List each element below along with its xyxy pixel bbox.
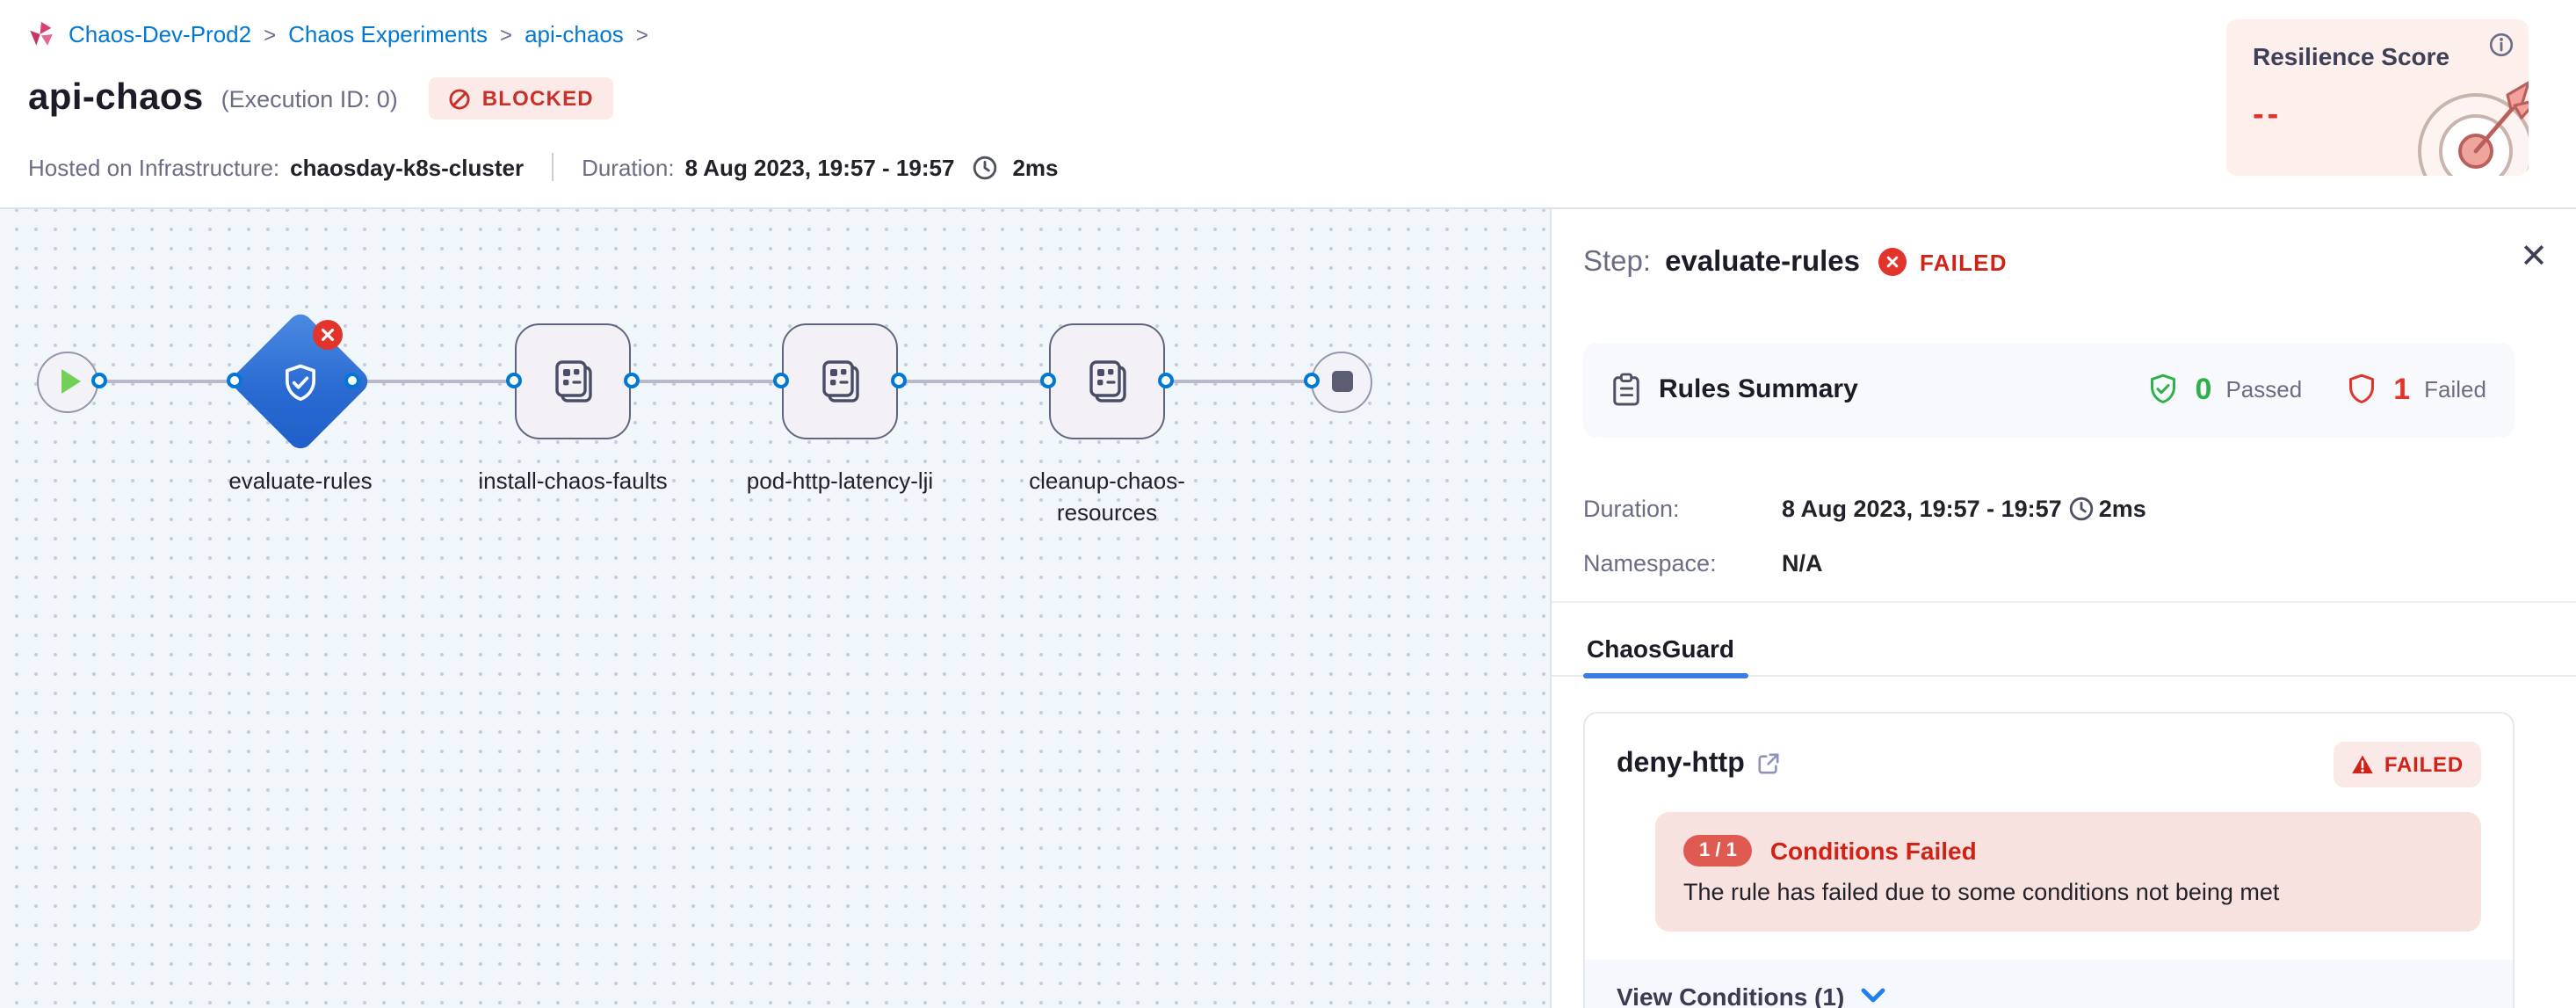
node-label: install-chaos-faults <box>478 467 668 493</box>
duration-elapsed: 2ms <box>1012 154 1059 180</box>
namespace-row: Namespace: N/A <box>1583 549 1823 576</box>
rule-name[interactable]: deny-http <box>1617 748 1745 778</box>
node-port <box>90 373 106 388</box>
node-port <box>344 373 359 388</box>
page-title: api-chaos <box>28 77 204 118</box>
namespace-value: N/A <box>1782 549 1823 576</box>
pipeline-stop-node[interactable] <box>1311 351 1372 412</box>
breadcrumb-experiment[interactable]: api-chaos <box>525 21 624 47</box>
close-panel-button[interactable]: ✕ <box>2520 238 2548 275</box>
breadcrumb-experiments[interactable]: Chaos Experiments <box>288 21 488 47</box>
node-port <box>505 373 521 388</box>
step-label: Step: <box>1583 245 1652 277</box>
breadcrumb-separator: > <box>500 22 513 47</box>
panel-divider <box>1552 600 2576 602</box>
resilience-score-value: -- <box>2253 97 2283 134</box>
passed-shield-icon <box>2146 371 2182 408</box>
duration-value: 8 Aug 2023, 19:57 - 19:57 <box>684 154 955 180</box>
namespace-label: Namespace: <box>1583 549 1717 576</box>
passed-count: 0 <box>2195 372 2212 405</box>
chaos-module-icon <box>26 19 56 49</box>
node-port <box>226 373 242 388</box>
tab-chaosguard[interactable]: ChaosGuard <box>1587 634 1735 662</box>
meta-row: Hosted on Infrastructure: chaosday-k8s-c… <box>28 153 1059 181</box>
external-link-icon[interactable] <box>1757 752 1780 775</box>
infra-value: chaosday-k8s-cluster <box>290 154 525 180</box>
duration-row: Duration: 8 Aug 2023, 19:57 - 19:57 2ms <box>1583 495 2146 521</box>
pipeline-node-pod-http-latency[interactable] <box>782 323 898 439</box>
passed-label: Passed <box>2225 376 2303 402</box>
pipeline-start-node[interactable] <box>37 351 98 412</box>
step-header: Step: evaluate-rules FAILED <box>1583 245 2008 279</box>
view-conditions-toggle[interactable]: View Conditions (1) <box>1585 959 2513 1008</box>
meta-divider <box>552 153 554 181</box>
failed-count: 1 <box>2393 372 2411 405</box>
target-illustration <box>2406 67 2529 176</box>
panel-duration-elapsed: 2ms <box>2098 495 2146 521</box>
page-header: Chaos-Dev-Prod2 > Chaos Experiments > ap… <box>0 0 2576 208</box>
node-failed-badge <box>313 319 343 349</box>
step-details-panel: Step: evaluate-rules FAILED ✕ <box>1550 208 2576 1008</box>
node-port <box>890 373 906 388</box>
clock-icon <box>2069 495 2095 521</box>
rule-card-deny-http: deny-http FAILED <box>1583 711 2514 1008</box>
failed-circle-icon <box>1878 248 1907 276</box>
conditions-failed-box: 1 / 1 Conditions Failed The rule has fai… <box>1655 811 2481 931</box>
chevron-down-icon <box>1860 988 1885 1004</box>
breadcrumb-separator: > <box>264 22 277 47</box>
title-row: api-chaos (Execution ID: 0) BLOCKED <box>28 77 613 120</box>
node-port <box>1039 373 1055 388</box>
pipeline-node-install-chaos-faults[interactable] <box>515 323 631 439</box>
node-label: cleanup-chaos-resources <box>1029 467 1185 526</box>
conditions-ratio-pill: 1 / 1 <box>1683 834 1753 866</box>
pipeline-canvas[interactable]: evaluate-rules install-chaos-faults <box>0 208 1550 1008</box>
view-conditions-label: View Conditions (1) <box>1617 982 1845 1008</box>
clipboard-icon <box>1611 373 1641 406</box>
node-port <box>1157 373 1173 388</box>
conditions-failed-label: Conditions Failed <box>1769 836 1977 864</box>
failed-label: Failed <box>2424 376 2486 402</box>
conditions-failed-message: The rule has failed due to some conditio… <box>1683 878 2280 904</box>
breadcrumb: Chaos-Dev-Prod2 > Chaos Experiments > ap… <box>26 19 648 49</box>
execution-id: (Execution ID: 0) <box>221 85 398 112</box>
clock-icon <box>972 154 998 180</box>
rules-summary-bar: Rules Summary 0 Passed 1 Failed <box>1583 342 2514 437</box>
rules-summary-title: Rules Summary <box>1659 374 1858 404</box>
status-badge-blocked: BLOCKED <box>429 77 613 120</box>
breadcrumb-project[interactable]: Chaos-Dev-Prod2 <box>69 21 252 47</box>
node-port <box>772 373 788 388</box>
resilience-score-card: Resilience Score -- <box>2226 19 2529 176</box>
node-label: evaluate-rules <box>228 467 373 493</box>
info-icon[interactable] <box>2488 32 2514 58</box>
panel-tabs: ChaosGuard <box>1552 620 2576 678</box>
blocked-icon <box>449 87 472 110</box>
rule-status-badge: FAILED <box>2333 741 2481 787</box>
duration-label: Duration: <box>582 154 675 180</box>
active-tab-underline <box>1583 672 1748 678</box>
warning-triangle-icon <box>2351 753 2374 774</box>
pipeline-edge <box>69 380 1311 382</box>
node-label: pod-http-latency-lji <box>746 467 934 493</box>
breadcrumb-separator: > <box>635 22 648 47</box>
step-name: evaluate-rules <box>1665 245 1861 277</box>
resilience-score-title: Resilience Score <box>2253 42 2450 70</box>
infra-label: Hosted on Infrastructure: <box>28 154 280 180</box>
play-icon <box>61 369 80 394</box>
node-port <box>1303 373 1319 388</box>
shield-check-icon <box>274 356 327 409</box>
failed-shield-icon <box>2344 371 2379 408</box>
stop-icon <box>1331 371 1352 392</box>
step-status: FAILED <box>1920 249 2008 275</box>
pipeline-node-cleanup-chaos-resources[interactable] <box>1049 323 1165 439</box>
panel-duration-label: Duration: <box>1583 495 1680 521</box>
panel-duration-value: 8 Aug 2023, 19:57 - 19:57 <box>1782 495 2062 521</box>
node-port <box>623 373 639 388</box>
